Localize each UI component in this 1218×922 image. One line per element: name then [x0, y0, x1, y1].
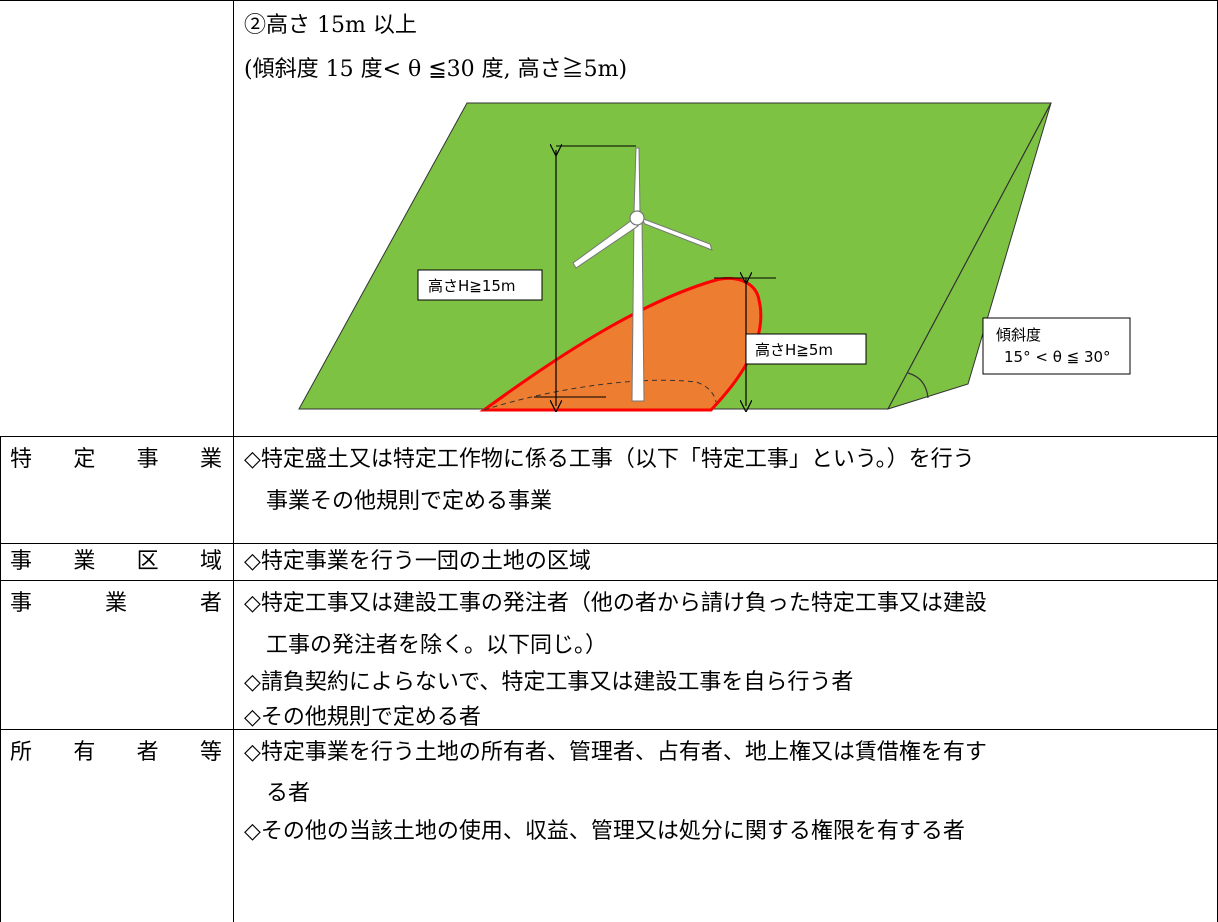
label-slope-range: 15° < θ ≦ 30°: [1004, 348, 1111, 366]
table-row-divider: [0, 580, 1218, 581]
definition-line: 工事の発注者を除く。以下同じ。）: [266, 633, 608, 658]
term-jigyosha: 事 業 者: [10, 591, 222, 616]
label-height-15m: 高さH≧15m: [428, 277, 516, 295]
embankment-base-curve: [483, 379, 717, 411]
definition-line: ◇特定工事又は建設工事の発注者（他の者から請け負った特定工事又は建設: [244, 591, 987, 616]
definition-line: ◇特定事業を行う土地の所有者、管理者、占有者、地上権又は賃借権を有す: [244, 740, 987, 765]
definition-line: ◇その他規則で定める者: [244, 705, 481, 730]
table-border-top: [0, 0, 1218, 1]
term-shoyusha-to: 所 有 者 等: [10, 740, 222, 765]
term-jigyo-kuiki: 事 業 区 域: [10, 549, 222, 574]
label-height-5m: 高さH≧5m: [755, 341, 833, 359]
table-column-divider: [233, 0, 234, 922]
slope-diagram: 高さH≧15m 高さH≧5m 傾斜度 15° < θ ≦ 30°: [298, 102, 1131, 430]
definition-line: ◇請負契約によらないで、特定工事又は建設工事を自ら行う者: [244, 670, 854, 695]
table-row-divider: [0, 543, 1218, 544]
wind-turbine: [572, 147, 713, 402]
definition-line: ◇特定事業を行う一団の土地の区域: [244, 549, 591, 574]
diagram-heading: ②高さ 15m 以上: [244, 13, 417, 38]
term-tokutei-jigyo: 特 定 事 業: [10, 447, 222, 472]
definition-line: ◇特定盛土又は特定工作物に係る工事（以下「特定工事」という。）を行う: [244, 447, 975, 472]
definition-line: ◇その他の当該土地の使用、収益、管理又は処分に関する権限を有する者: [244, 819, 965, 844]
definition-line: る者: [266, 781, 311, 806]
label-slope-title: 傾斜度: [996, 326, 1041, 344]
table-border-left: [0, 436, 1, 922]
slope-angle-arc: [907, 372, 929, 399]
definition-line: 事業その他規則で定める事業: [266, 489, 553, 514]
table-row-divider: [0, 729, 1218, 730]
table-row-divider: [0, 436, 1218, 437]
diagram-condition: (傾斜度 15 度< θ ≦30 度, 高さ≧5m): [244, 57, 628, 82]
